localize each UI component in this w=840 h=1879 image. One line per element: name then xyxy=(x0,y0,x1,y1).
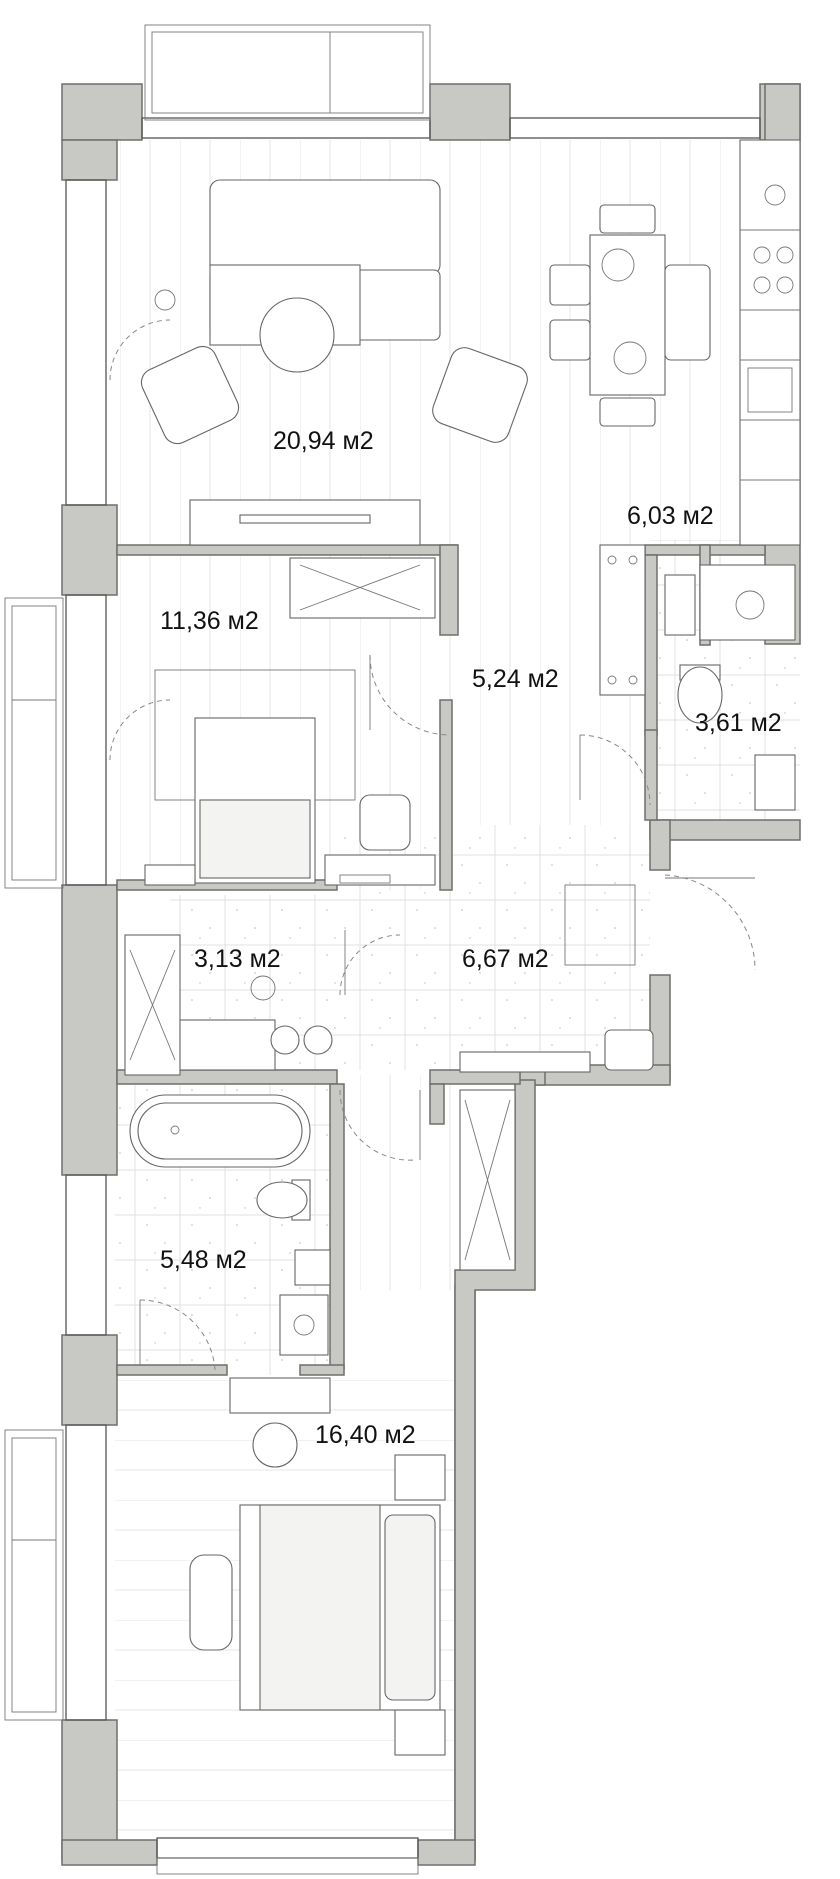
desk xyxy=(324,854,436,886)
sink xyxy=(279,1294,329,1356)
dryer xyxy=(303,1025,333,1055)
bathroom-fixtures xyxy=(129,1094,331,1356)
toilet xyxy=(677,666,723,724)
storage-shelf xyxy=(179,1019,276,1071)
chair xyxy=(599,397,656,427)
dining-table xyxy=(589,234,666,396)
chair xyxy=(549,319,591,361)
area-label-hall: 6,67 м2 xyxy=(462,945,549,973)
coffee-table xyxy=(259,297,335,373)
chair xyxy=(664,264,711,361)
desk-chair xyxy=(359,794,411,851)
wc-box xyxy=(664,574,696,636)
area-label-corridor: 5,24 м2 xyxy=(472,665,559,693)
armchair-right xyxy=(432,347,528,443)
nightstand xyxy=(144,864,196,886)
area-label-bathroom: 5,48 м2 xyxy=(160,1246,247,1274)
bench xyxy=(189,1554,233,1651)
sink xyxy=(699,564,796,641)
dresser xyxy=(229,1377,331,1414)
tv xyxy=(239,514,371,524)
entrance-rug xyxy=(564,884,636,966)
chair xyxy=(599,204,656,234)
area-label-storage: 3,13 м2 xyxy=(194,945,281,973)
wc-fixtures xyxy=(664,564,796,811)
area-label-wc: 3,61 м2 xyxy=(695,709,782,737)
tv-stand xyxy=(189,499,421,546)
stool xyxy=(252,1422,298,1468)
water-heater xyxy=(754,754,796,811)
area-label-living-room: 20,94 м2 xyxy=(273,427,374,455)
toilet xyxy=(256,1181,308,1219)
area-label-kitchen: 6,03 м2 xyxy=(627,502,714,530)
bedroom-master-furniture xyxy=(189,1377,446,1756)
living-room-furniture xyxy=(140,179,528,546)
floor-lamp xyxy=(154,289,176,311)
nightstand xyxy=(394,1709,446,1756)
area-labels: 20,94 м2 6,03 м2 11,36 м2 5,24 м2 3,61 м… xyxy=(160,427,782,1449)
bedroom-small-furniture xyxy=(144,557,436,886)
armchair-left xyxy=(140,345,240,445)
shaft xyxy=(294,1249,331,1286)
doors xyxy=(109,319,756,1371)
shoe-cabinet xyxy=(599,544,646,696)
kitchen-furniture xyxy=(549,139,801,546)
kitchen-counter xyxy=(739,139,801,546)
pouf xyxy=(604,1029,654,1071)
shoe-rack xyxy=(459,1051,591,1073)
area-label-bedroom-master: 16,40 м2 xyxy=(315,1421,416,1449)
chair xyxy=(549,264,591,306)
area-label-bedroom-small: 11,36 м2 xyxy=(160,607,259,635)
nightstand xyxy=(394,1454,446,1501)
corridor-furniture xyxy=(599,544,646,696)
sofa xyxy=(209,179,441,276)
hall-furniture xyxy=(124,884,654,1271)
washing-machine xyxy=(270,1025,300,1055)
